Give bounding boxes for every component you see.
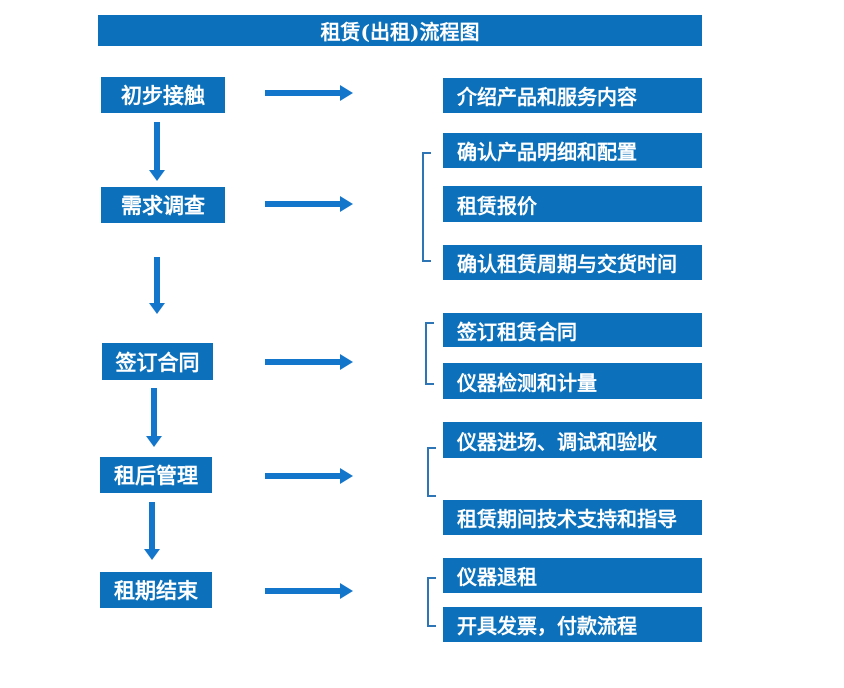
right-arrow	[265, 468, 353, 484]
group-bracket	[422, 152, 431, 262]
detail-box: 仪器进场、调试和验收	[443, 422, 702, 458]
detail-box: 仪器检测和计量	[443, 363, 702, 399]
right-arrow	[265, 85, 353, 101]
chart-title: 租赁(出租)流程图	[320, 20, 480, 44]
right-arrow	[265, 196, 353, 212]
step-box-initial-contact: 初步接触	[101, 77, 225, 113]
right-arrow-shaft	[265, 588, 342, 594]
right-arrow-shaft	[265, 359, 342, 365]
detail-box: 租赁期间技术支持和指导	[443, 500, 702, 535]
right-arrow-shaft	[265, 90, 342, 96]
right-arrow-head-icon	[340, 196, 353, 212]
right-arrow	[265, 354, 353, 370]
detail-box: 开具发票，付款流程	[443, 607, 702, 642]
step-box-demand-survey: 需求调查	[101, 187, 225, 223]
down-arrow	[146, 388, 162, 447]
step-box-post-rental-management: 租后管理	[100, 457, 212, 493]
right-arrow-head-icon	[340, 583, 353, 599]
detail-box: 仪器退租	[443, 558, 702, 593]
down-arrow	[149, 122, 165, 181]
detail-box: 确认租赁周期与交货时间	[443, 245, 702, 280]
detail-box: 介绍产品和服务内容	[443, 78, 702, 113]
down-arrow-shaft	[151, 388, 157, 437]
chart-title-bar: 租赁(出租)流程图	[98, 15, 702, 46]
right-arrow-head-icon	[340, 354, 353, 370]
down-arrow-head-icon	[146, 436, 162, 447]
down-arrow-head-icon	[144, 549, 160, 560]
down-arrow-shaft	[154, 122, 160, 171]
detail-box: 签订租赁合同	[443, 313, 702, 347]
down-arrow-head-icon	[149, 170, 165, 181]
right-arrow	[265, 583, 353, 599]
detail-box: 租赁报价	[443, 186, 702, 222]
right-arrow-head-icon	[340, 468, 353, 484]
down-arrow-shaft	[154, 257, 160, 304]
group-bracket	[427, 447, 436, 497]
right-arrow-shaft	[265, 473, 342, 479]
group-bracket	[427, 577, 436, 627]
down-arrow-shaft	[149, 502, 155, 550]
down-arrow	[149, 257, 165, 314]
right-arrow-shaft	[265, 201, 342, 207]
down-arrow-head-icon	[149, 303, 165, 314]
step-box-sign-contract: 签订合同	[102, 343, 213, 380]
step-box-rental-end: 租期结束	[100, 572, 212, 608]
detail-box: 确认产品明细和配置	[443, 133, 702, 168]
right-arrow-head-icon	[340, 85, 353, 101]
down-arrow	[144, 502, 160, 560]
group-bracket	[425, 322, 434, 385]
